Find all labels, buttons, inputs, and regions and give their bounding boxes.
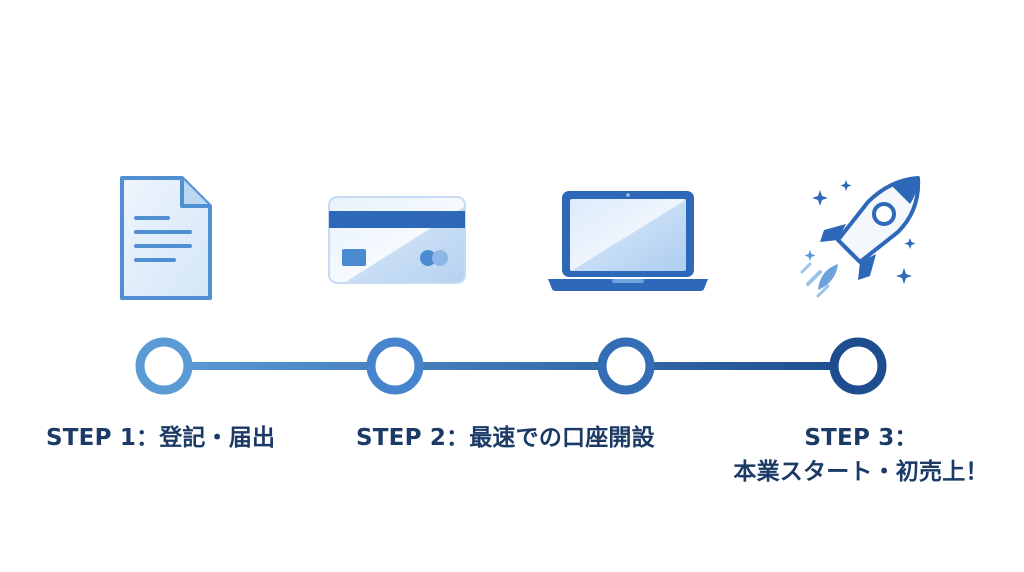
timeline-node-2	[366, 337, 424, 395]
rocket-icon	[798, 172, 928, 308]
document-icon	[114, 174, 214, 304]
step-3-label: STEP 3： 本業スタート・初売上！	[716, 421, 1006, 489]
step-2-label: STEP 2：最速での口座開設	[356, 421, 655, 455]
timeline-node-3	[597, 337, 655, 395]
step-3-label-line1: STEP 3：	[804, 425, 918, 451]
timeline-node-1	[135, 337, 193, 395]
step-1-label: STEP 1：登記・届出	[46, 421, 275, 455]
timeline-line	[164, 362, 858, 370]
credit-card-icon	[326, 194, 468, 286]
step-2-label-text: STEP 2：最速での口座開設	[356, 425, 655, 451]
laptop-icon	[546, 187, 710, 295]
step-1-label-text: STEP 1：登記・届出	[46, 425, 276, 451]
step-3-label-line2: 本業スタート・初売上！	[733, 459, 989, 485]
timeline-node-4	[829, 337, 887, 395]
